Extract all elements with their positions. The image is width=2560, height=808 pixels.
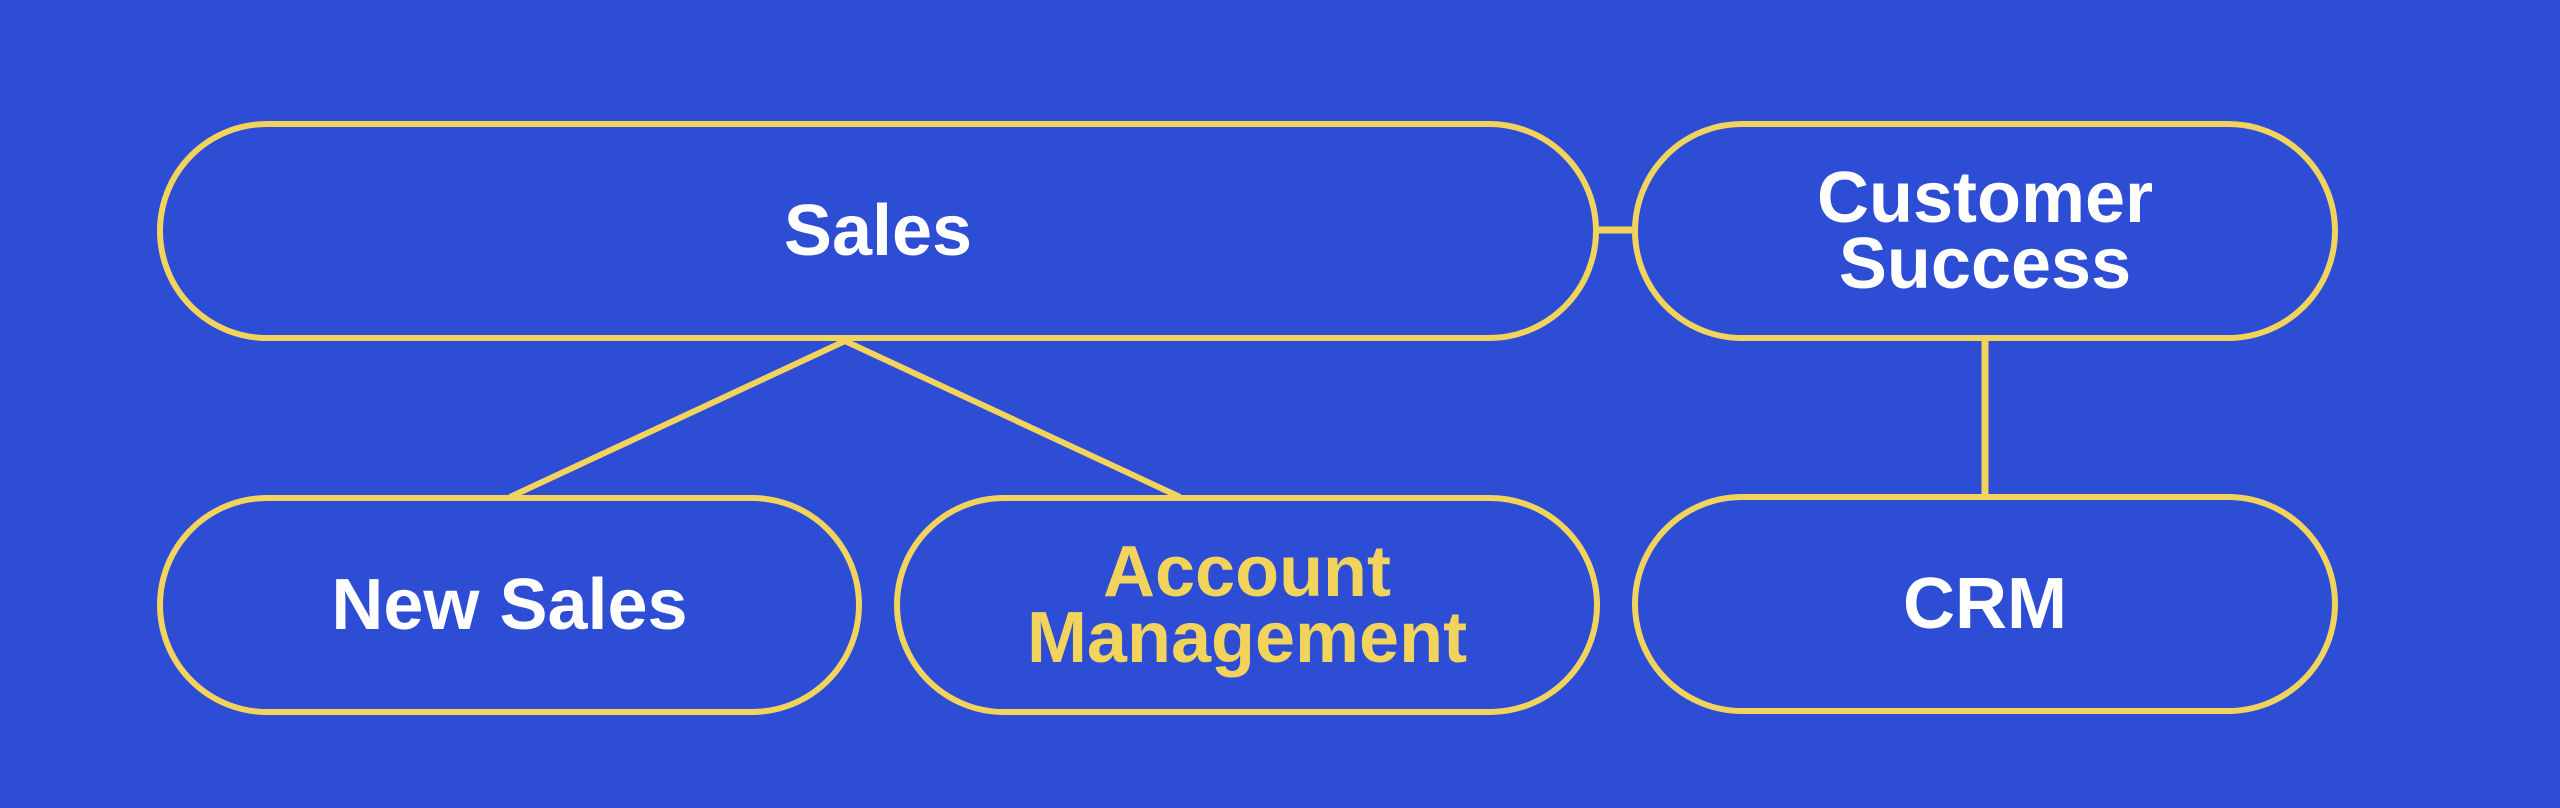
node-account-management-label: Account Management xyxy=(1026,532,1468,678)
node-account-management: Account Management xyxy=(894,495,1600,715)
node-customer-success-label: Customer Success xyxy=(1816,158,2154,304)
node-crm: CRM xyxy=(1632,494,2338,714)
node-new-sales: New Sales xyxy=(157,495,862,715)
node-customer-success: Customer Success xyxy=(1632,121,2338,341)
edge-sales-account-management xyxy=(843,338,1182,500)
node-sales-label: Sales xyxy=(783,191,973,271)
node-crm-label: CRM xyxy=(1903,564,2067,644)
node-new-sales-label: New Sales xyxy=(331,565,688,645)
edge-sales-new-sales xyxy=(508,338,847,500)
node-sales: Sales xyxy=(157,121,1599,341)
